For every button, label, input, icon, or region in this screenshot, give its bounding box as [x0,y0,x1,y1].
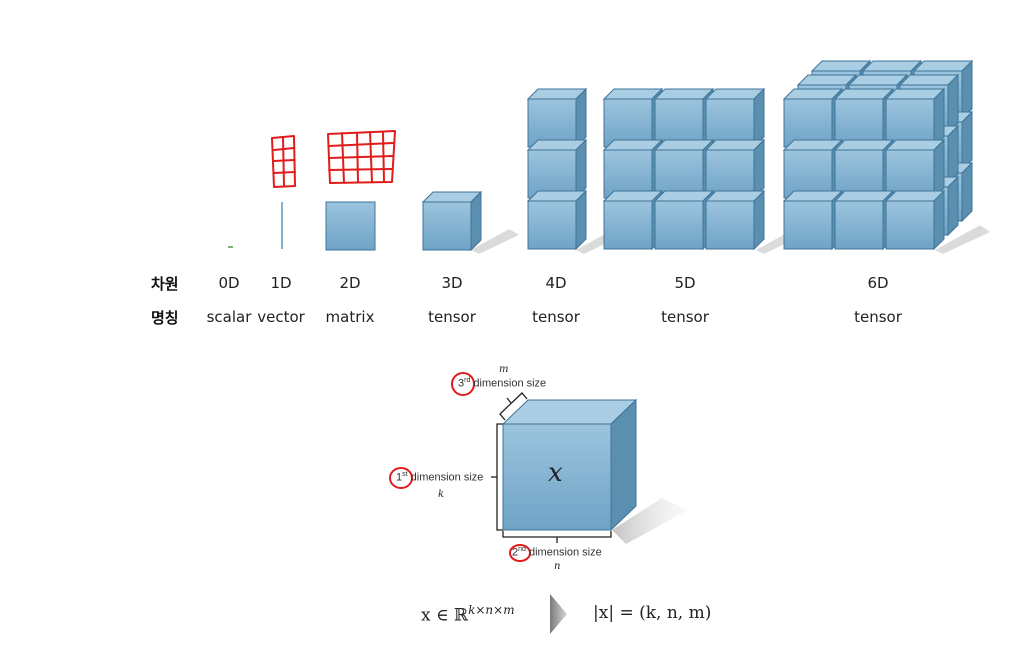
dim-4d: 4D [545,274,567,292]
cube-front-face [885,200,935,250]
cube-side-face [947,73,959,135]
cube-shadow [471,229,519,254]
cube-front-face [603,200,653,250]
cube-variable-x: x [548,458,563,488]
cube-side-face [575,138,587,200]
formula-domain: x ∈ ℝk×n×m [421,603,515,626]
cube-front-face [834,200,884,250]
cube-side-face [961,110,973,172]
cube-front-face [705,200,755,250]
cube-front-face [527,200,577,250]
second-dim-var: n [554,561,561,572]
dimension-brackets [491,392,612,543]
cube-side-face [961,59,973,121]
name-tensor-6d: tensor [854,308,902,326]
name-scalar: scalar [206,308,252,326]
dim-1d: 1D [270,274,292,292]
second-dim-label: 2nd dimension size [512,546,602,559]
cube-front-face [422,201,472,251]
first-dim-var: k [438,489,445,500]
red-ordinal-circles [389,372,531,562]
cube-stacks [421,59,990,254]
cube-side-face [947,175,959,237]
cube-side-face [753,189,765,251]
row-label-name: 명칭 [151,309,179,327]
dim-6d: 6D [867,274,889,292]
formula-shape: |x| = (k, n, m) [593,603,712,623]
first-dim-label: 1st dimension size [396,471,484,484]
dim-0d: 0D [218,274,240,292]
cube-side-face [575,87,587,149]
cube-side-face [933,138,945,200]
dim-5d: 5D [674,274,696,292]
cube-side-face [753,87,765,149]
name-tensor-4d: tensor [532,308,580,326]
cube-side-face [947,124,959,186]
cube-front-face [654,200,704,250]
cube-side-face [753,138,765,200]
large-cube [501,398,688,544]
arrow-icon [550,594,567,634]
dim-3d: 3D [441,274,463,292]
name-matrix: matrix [325,308,375,326]
name-vector: vector [257,308,305,326]
cube-front-face [783,200,833,250]
cube-side-face [961,161,973,223]
cube-shadow [935,225,990,254]
row-label-dimension: 차원 [151,275,179,293]
third-dim-var: m [499,364,509,375]
cube-side-face [470,190,482,252]
name-tensor-3d: tensor [428,308,476,326]
matrix-square [325,201,376,251]
dim-2d: 2D [339,274,361,292]
red-matrix-sketch [327,130,396,184]
cube-side-face [933,189,945,251]
cube-side-face [575,189,587,251]
cube-side-face [933,87,945,149]
red-vector-sketch [271,135,296,188]
third-dim-label: 3rd dimension size [458,377,547,390]
name-tensor-5d: tensor [661,308,709,326]
